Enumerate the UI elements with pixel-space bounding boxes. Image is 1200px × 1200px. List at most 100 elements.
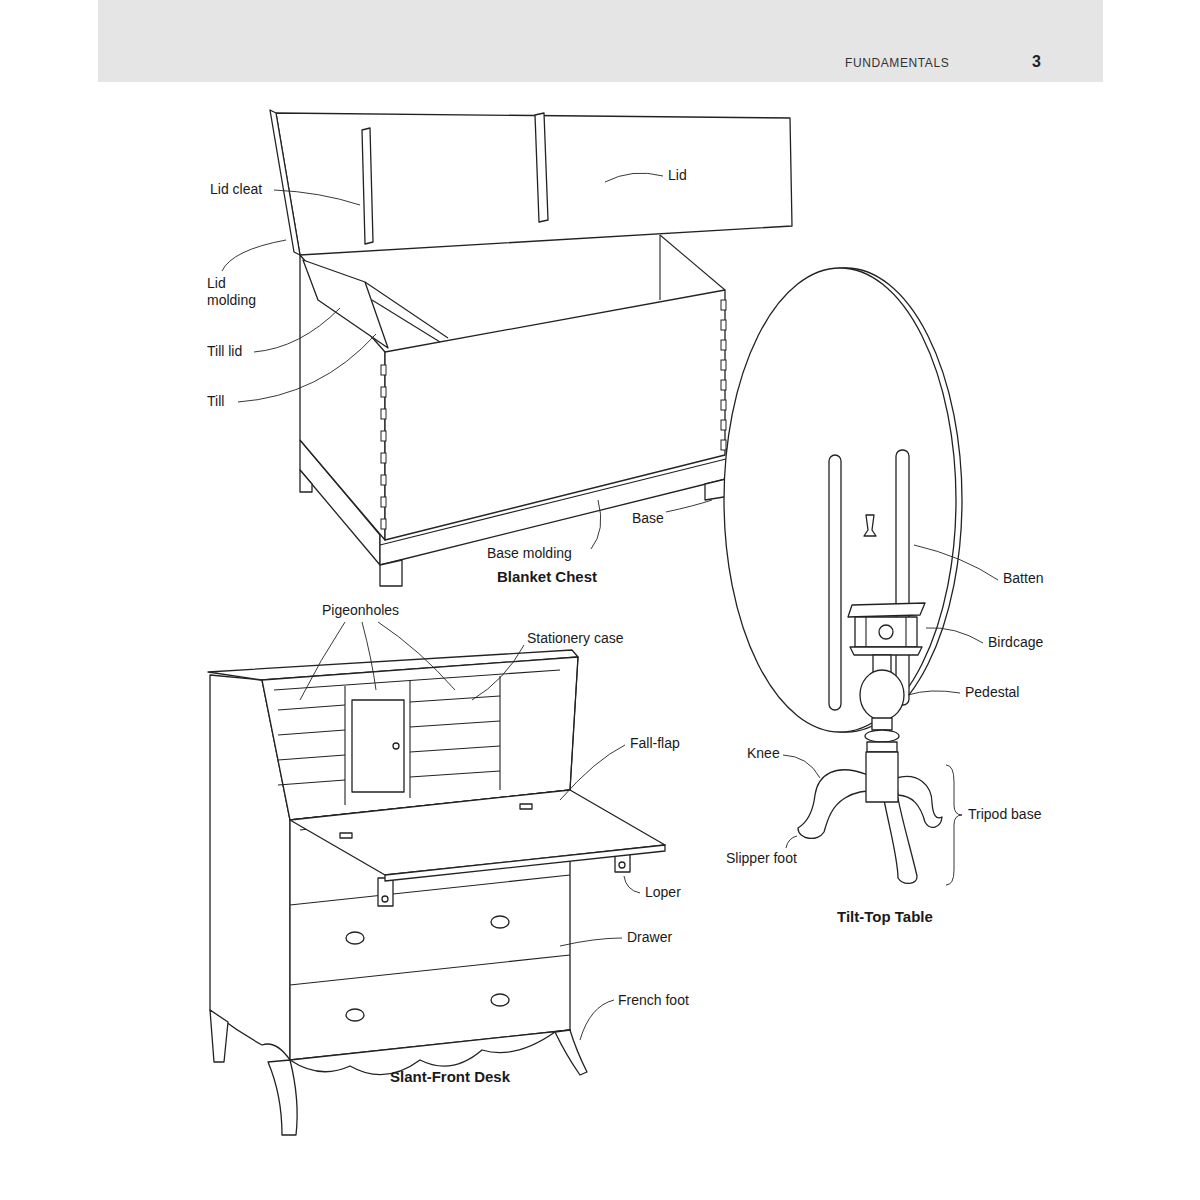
blanket-chest-drawing	[660, 235, 725, 290]
slant-front-desk-drawing	[555, 1030, 587, 1075]
tilt-top-table-drawing	[855, 617, 917, 647]
leader-line	[783, 755, 820, 778]
blanket-chest-drawing	[721, 320, 726, 330]
slant-front-desk-drawing	[410, 696, 500, 702]
tilt-top-table-drawing	[884, 798, 917, 883]
tilt-top-table-drawing	[829, 455, 841, 710]
blanket-chest-drawing	[362, 128, 373, 244]
slant-front-desk-drawing	[619, 862, 625, 868]
tilt-top-table-drawing	[724, 268, 962, 883]
leader-line	[914, 545, 998, 580]
blanket-chest-drawing	[381, 497, 386, 507]
blanket-chest-drawing	[535, 113, 548, 222]
slant-front-desk-drawing	[378, 878, 393, 906]
tilt-top-table-drawing	[798, 770, 872, 839]
blanket-chest-drawing	[659, 235, 660, 300]
slant-front-desk-drawing	[520, 804, 532, 809]
part-label: Till lid	[207, 343, 242, 360]
blanket-chest-drawing	[270, 110, 300, 255]
part-label: Lid molding	[207, 275, 273, 309]
blanket-chest-drawing	[381, 453, 386, 463]
slant-front-desk-drawing	[290, 1030, 570, 1075]
figure-title: Blanket Chest	[497, 568, 597, 585]
slant-front-desk-drawing	[410, 746, 500, 752]
leader-line	[274, 190, 360, 205]
part-label: Fall-flap	[630, 735, 680, 752]
slant-front-desk-drawing	[208, 650, 665, 1135]
slant-front-desk-drawing	[410, 721, 500, 727]
tilt-top-table-drawing	[896, 450, 909, 705]
part-label: Birdcage	[988, 634, 1043, 651]
slant-front-desk-drawing	[491, 916, 509, 928]
part-label: Till	[207, 393, 224, 410]
blanket-chest-drawing	[270, 110, 792, 586]
tilt-top-table-drawing	[879, 625, 893, 639]
part-label: Knee	[747, 745, 780, 762]
part-label: Batten	[1003, 570, 1043, 587]
tilt-top-table-drawing	[848, 603, 925, 617]
part-label: Lid	[668, 167, 687, 184]
part-label: Loper	[645, 884, 681, 901]
blanket-chest-drawing	[721, 340, 726, 350]
blanket-chest-drawing	[380, 560, 402, 586]
leader-line	[472, 645, 524, 700]
part-label: Pigeonholes	[322, 602, 399, 619]
slant-front-desk-drawing	[346, 1009, 364, 1021]
page-number: 3	[1032, 53, 1041, 70]
blanket-chest-drawing	[276, 113, 792, 255]
part-label: Lid cleat	[210, 181, 262, 198]
slant-front-desk-drawing	[290, 955, 570, 985]
slant-front-desk-drawing	[290, 875, 570, 905]
blanket-chest-drawing	[381, 365, 386, 375]
figure-title: Tilt-Top Table	[837, 908, 933, 925]
leader-line	[222, 240, 286, 271]
slant-front-desk-drawing	[274, 670, 560, 690]
slant-front-desk-drawing	[278, 780, 345, 785]
leader-line	[591, 500, 601, 549]
leader-line	[300, 622, 345, 700]
page-header: FUNDAMENTALS	[845, 55, 949, 72]
part-label: Pedestal	[965, 684, 1019, 701]
slant-front-desk-drawing	[382, 896, 388, 902]
blanket-chest-drawing	[721, 300, 726, 310]
slant-front-desk-drawing	[278, 730, 345, 735]
blanket-chest-drawing	[721, 400, 726, 410]
blanket-chest-drawing	[721, 420, 726, 430]
slant-front-desk-drawing	[290, 790, 665, 875]
slant-front-desk-drawing	[340, 833, 352, 838]
blanket-chest-drawing	[381, 300, 726, 529]
slant-front-desk-drawing	[393, 743, 399, 749]
part-label: Drawer	[627, 929, 672, 946]
blanket-chest-drawing	[381, 431, 386, 441]
slant-front-desk-drawing	[409, 681, 410, 798]
part-label: Tripod base	[968, 806, 1041, 823]
leader-line	[605, 173, 663, 182]
blanket-chest-drawing	[385, 290, 725, 540]
blanket-chest-drawing	[381, 519, 386, 529]
blanket-chest-drawing	[381, 475, 386, 485]
part-label: French foot	[618, 992, 689, 1009]
leader-line	[926, 628, 983, 643]
slant-front-desk-drawing	[268, 1060, 297, 1135]
leader-line	[238, 334, 376, 402]
tilt-top-table-drawing	[905, 617, 906, 647]
leader-line	[666, 500, 712, 512]
slant-front-desk-drawing	[570, 657, 578, 790]
tilt-top-table-drawing	[866, 752, 898, 802]
slant-front-desk-drawing	[352, 700, 404, 792]
part-label: Base molding	[487, 545, 572, 562]
slant-front-desk-drawing	[278, 705, 345, 710]
slant-front-desk-drawing	[278, 755, 345, 760]
leader-line	[378, 622, 455, 690]
leader-line	[254, 308, 340, 352]
blanket-chest-drawing	[381, 387, 386, 397]
tilt-top-table-drawing	[724, 268, 956, 732]
blanket-chest-drawing	[365, 282, 448, 338]
tilt-top-table-drawing	[850, 647, 922, 655]
tilt-top-table-drawing	[864, 515, 876, 536]
slant-front-desk-drawing	[385, 845, 665, 881]
blanket-chest-drawing	[381, 409, 386, 419]
tilt-top-table-drawing	[872, 718, 892, 730]
slant-front-desk-drawing	[210, 1010, 228, 1062]
leader-line	[908, 691, 960, 695]
